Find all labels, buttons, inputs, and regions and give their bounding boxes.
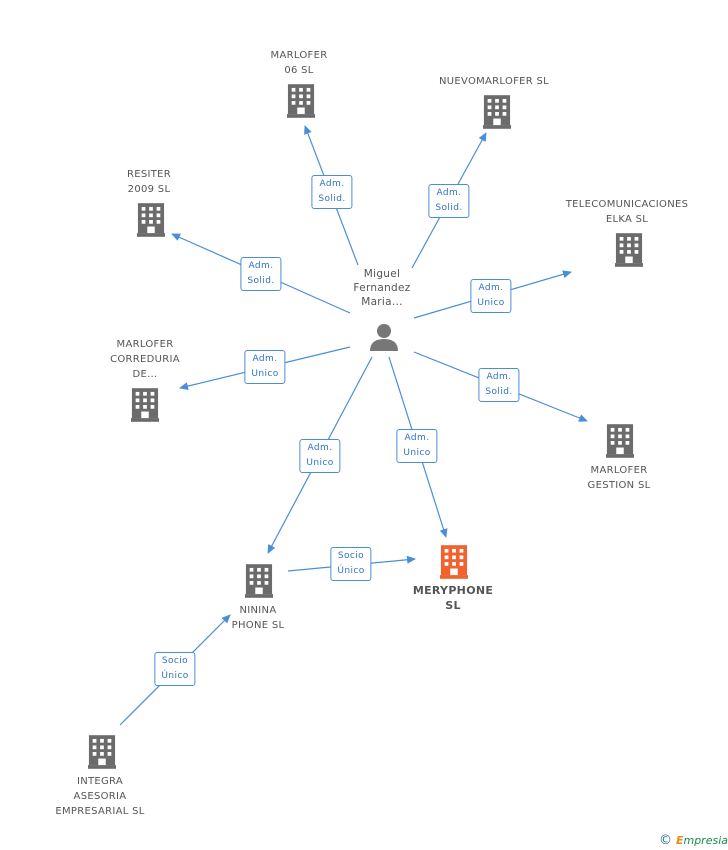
company-label-meryphone[interactable]: MERYPHONE SL — [412, 584, 494, 612]
edge-label-correduria[interactable]: Adm.Unico — [244, 350, 286, 384]
edge-label-resiter[interactable]: Adm.Solid. — [240, 257, 282, 291]
edge-label-meryphone[interactable]: Adm.Unico — [396, 429, 438, 463]
building-icon-telecom[interactable] — [615, 233, 643, 267]
company-label-resiter[interactable]: RESITER 2009 SL — [126, 169, 172, 195]
company-label-telecom[interactable]: TELECOMUNICACIONES ELKA SL — [565, 199, 689, 225]
building-icon-gestion[interactable] — [606, 424, 634, 458]
building-icon-nuevomarlofer[interactable] — [483, 95, 511, 129]
edge-label-ninina[interactable]: Adm.Unico — [299, 439, 341, 473]
company-label-nuevomarlofer[interactable]: NUEVOMARLOFER SL — [438, 76, 550, 87]
copyright-icon: © — [658, 833, 672, 848]
building-icon-marlofer06[interactable] — [287, 84, 315, 118]
edge-label-marlofer06[interactable]: Adm.Solid. — [311, 175, 353, 209]
building-icon-meryphone[interactable] — [440, 545, 468, 579]
building-icon-correduria[interactable] — [131, 388, 159, 422]
building-icon-resiter[interactable] — [137, 203, 165, 237]
company-label-integra[interactable]: INTEGRA ASESORIA EMPRESARIAL SL — [55, 776, 145, 817]
brand-logo-initial: E — [675, 834, 684, 847]
person-icon[interactable] — [370, 324, 398, 351]
brand-footer[interactable]: ©Empresia — [659, 833, 728, 848]
building-icon-ninina[interactable] — [245, 564, 273, 598]
person-label[interactable]: Miguel Fernandez Maria... — [353, 268, 411, 308]
company-label-correduria[interactable]: MARLOFER CORREDURIA DE... — [110, 339, 180, 380]
edge-label-gestion[interactable]: Adm.Solid. — [478, 368, 520, 402]
edge-label-telecom[interactable]: Adm.Unico — [470, 279, 512, 313]
company-label-marlofer06[interactable]: MARLOFER 06 SL — [270, 50, 328, 76]
brand-logo-text: mpresia — [683, 834, 728, 847]
building-icon-integra[interactable] — [88, 735, 116, 769]
edge-label-nuevomarlofer[interactable]: Adm.Solid. — [428, 184, 470, 218]
company-label-gestion[interactable]: MARLOFER GESTION SL — [587, 465, 651, 491]
company-label-ninina[interactable]: NININA PHONE SL — [231, 605, 285, 631]
